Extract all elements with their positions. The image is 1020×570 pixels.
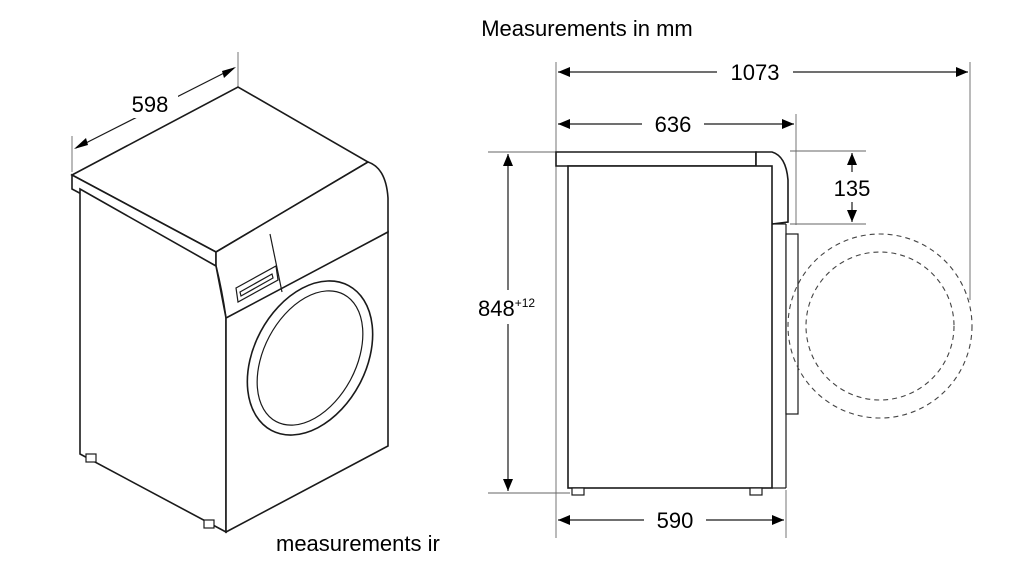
width-label: 598 bbox=[132, 92, 169, 117]
door-offset-label: 135 bbox=[834, 176, 871, 201]
machine-iso-body bbox=[70, 86, 389, 534]
height-value: 848 bbox=[478, 296, 515, 321]
width-dimension: 598 bbox=[71, 52, 239, 172]
height-dimension: 848+12 bbox=[474, 154, 554, 491]
isometric-view: 598 bbox=[70, 52, 389, 534]
height-label: 848+12 bbox=[478, 296, 535, 321]
depth-label: 636 bbox=[655, 112, 692, 137]
depth-dimension: 636 bbox=[558, 108, 794, 138]
machine-side-body bbox=[555, 151, 799, 496]
height-tolerance: +12 bbox=[515, 296, 536, 310]
open-door-outline bbox=[787, 233, 973, 419]
base-depth-dimension: 590 bbox=[558, 504, 784, 534]
door-offset-dimension: 135 bbox=[826, 153, 878, 222]
diagram-title: Measurements in mm bbox=[481, 16, 693, 41]
total-depth-dimension: 1073 bbox=[558, 56, 968, 86]
base-depth-label: 590 bbox=[657, 508, 694, 533]
side-view: 1073 636 135 848+12 bbox=[474, 56, 973, 538]
total-depth-label: 1073 bbox=[731, 60, 780, 85]
caption: measurements ir bbox=[276, 531, 440, 556]
